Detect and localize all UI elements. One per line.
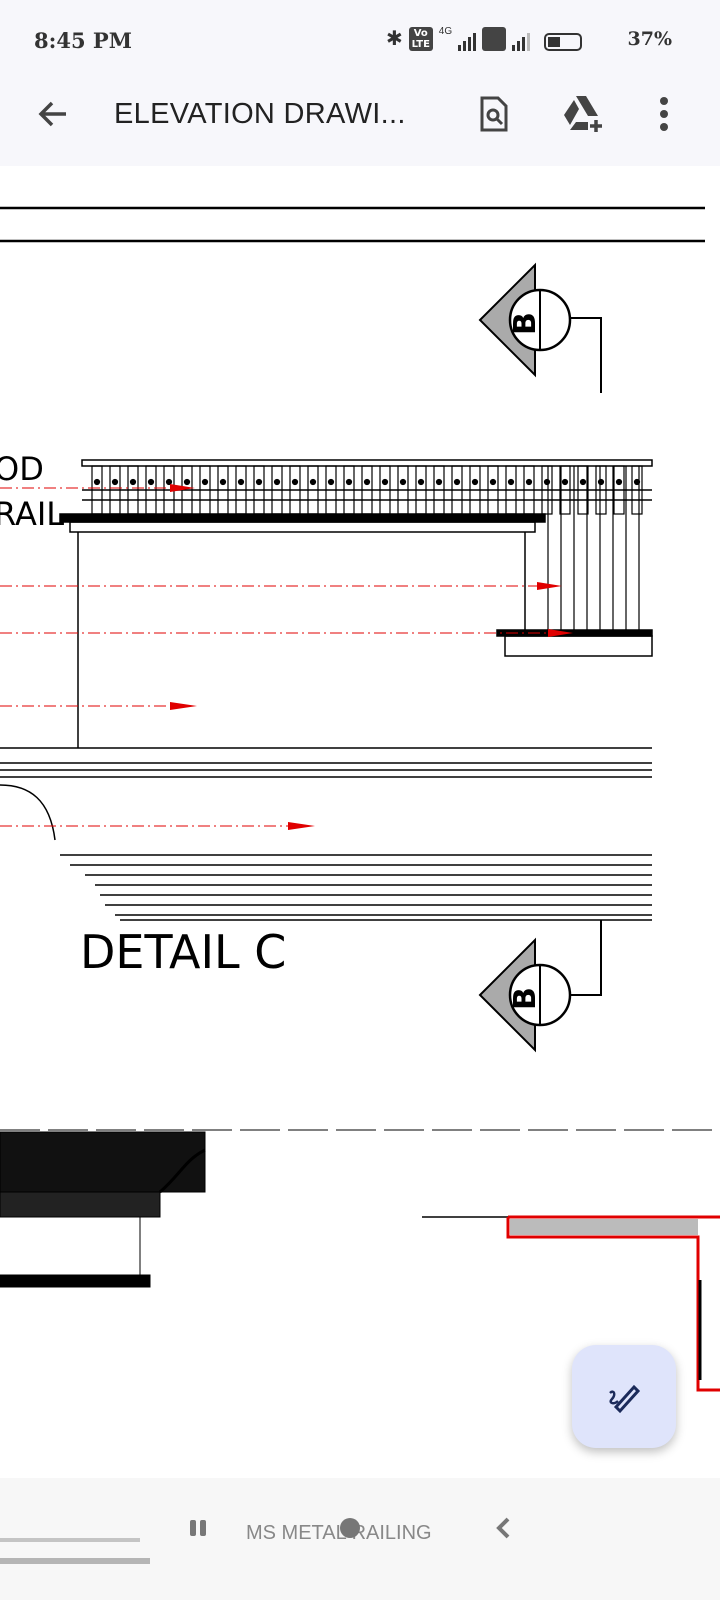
volte-icon-2 xyxy=(482,27,507,51)
baluster-knob xyxy=(255,478,263,486)
baluster xyxy=(397,465,409,515)
section-marker-b-bottom xyxy=(478,920,602,1053)
baluster-knob xyxy=(147,478,155,486)
baluster-knob xyxy=(471,478,479,486)
baluster-knob xyxy=(507,478,515,486)
baluster xyxy=(577,465,589,515)
baluster xyxy=(451,465,463,515)
lower-cornice xyxy=(0,1131,206,1288)
annotate-pen-button[interactable] xyxy=(572,1345,676,1448)
baluster xyxy=(91,465,103,515)
baluster xyxy=(253,465,265,515)
home-button[interactable] xyxy=(330,1508,370,1548)
baluster-knob xyxy=(381,478,389,486)
signal-icon xyxy=(458,33,477,51)
baluster xyxy=(433,465,445,515)
baluster xyxy=(289,465,301,515)
baluster xyxy=(307,465,319,515)
status-time: 8:45 PM xyxy=(34,28,132,53)
baluster-knob xyxy=(273,478,281,486)
baluster-knob xyxy=(201,478,209,486)
baluster xyxy=(109,465,121,515)
label-od: OD xyxy=(0,450,44,488)
pen-icon xyxy=(609,1384,641,1413)
baluster-knob xyxy=(237,478,245,486)
baluster-knob xyxy=(579,478,587,486)
baluster-knob xyxy=(129,478,137,486)
status-icons: ✱ Vo LTE 4G xyxy=(386,26,583,51)
baluster-knob xyxy=(435,478,443,486)
baluster xyxy=(217,465,229,515)
baluster xyxy=(487,465,499,515)
baluster-knob xyxy=(291,478,299,486)
baluster-knob xyxy=(183,478,191,486)
battery-icon xyxy=(544,33,583,51)
baluster-knob xyxy=(453,478,461,486)
baluster xyxy=(325,465,337,515)
document-title: ELEVATION DRAWI... xyxy=(114,98,406,130)
recents-button[interactable] xyxy=(178,1508,218,1548)
detail-title: DETAIL C xyxy=(80,925,286,979)
volte-icon: Vo LTE xyxy=(408,27,433,51)
baluster xyxy=(415,465,427,515)
baluster xyxy=(379,465,391,515)
railing xyxy=(59,459,653,748)
baluster-knob xyxy=(219,478,227,486)
baluster xyxy=(145,465,157,515)
baluster xyxy=(631,465,643,515)
baluster-knob xyxy=(525,478,533,486)
signal-icon-2 xyxy=(512,33,531,51)
bluetooth-icon: ✱ xyxy=(386,28,403,50)
baluster-knob xyxy=(309,478,317,486)
battery-percent: 37% xyxy=(627,28,673,50)
section-label-b-top: B xyxy=(508,312,543,335)
baluster xyxy=(559,465,571,515)
baluster xyxy=(235,465,247,515)
label-rail: RAIL xyxy=(0,495,64,533)
baluster-knob xyxy=(363,478,371,486)
baluster-knob xyxy=(327,478,335,486)
baluster xyxy=(199,465,211,515)
baluster-knob xyxy=(489,478,497,486)
more-vert-icon[interactable] xyxy=(642,92,686,136)
baluster xyxy=(595,465,607,515)
ms-metal-railing-label: MS METAL RAILING xyxy=(246,1522,432,1544)
baluster xyxy=(271,465,283,515)
baluster xyxy=(361,465,373,515)
baluster-knob xyxy=(111,478,119,486)
section-marker-b-top xyxy=(478,262,602,393)
network-type: 4G xyxy=(438,26,453,37)
back-button[interactable] xyxy=(484,1508,524,1548)
baluster-knob xyxy=(543,478,551,486)
drive-add-icon[interactable] xyxy=(562,92,606,136)
baluster-knob xyxy=(561,478,569,486)
baluster xyxy=(469,465,481,515)
baluster-knob xyxy=(597,478,605,486)
baluster xyxy=(613,465,625,515)
red-arrows xyxy=(170,484,573,830)
baluster-knob xyxy=(93,478,101,486)
baluster xyxy=(541,465,553,515)
elevation-drawing: OD RAIL DETAIL C B B xyxy=(0,206,720,1392)
drawing-viewer[interactable]: OD RAIL DETAIL C B B xyxy=(0,166,720,1478)
baluster xyxy=(523,465,535,515)
baluster-knob xyxy=(417,478,425,486)
baluster xyxy=(505,465,517,515)
baluster xyxy=(127,465,139,515)
baluster-knob xyxy=(345,478,353,486)
navigation-bar: MS METAL RAILING xyxy=(0,1478,720,1600)
cornice xyxy=(0,747,652,921)
drawing-peek xyxy=(0,1538,150,1564)
baluster-knob xyxy=(399,478,407,486)
document-search-icon[interactable] xyxy=(472,92,516,136)
baluster-knob xyxy=(165,478,173,486)
section-label-b-bottom: B xyxy=(508,987,543,1010)
baluster-knob xyxy=(615,478,623,486)
status-bar: 8:45 PM ✱ Vo LTE 4G 37% xyxy=(0,0,720,80)
baluster xyxy=(343,465,355,515)
back-arrow-icon[interactable] xyxy=(34,94,74,134)
app-bar: ELEVATION DRAWI... xyxy=(0,80,720,167)
